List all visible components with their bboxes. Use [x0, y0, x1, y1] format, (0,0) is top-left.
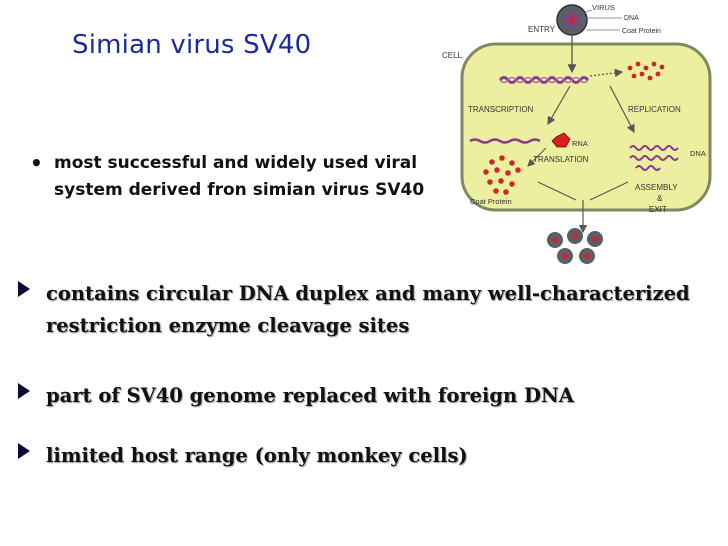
- slide-title: Simian virus SV40: [72, 30, 312, 60]
- replicated-dna-cluster: [627, 61, 665, 81]
- intro-bullet-text: most successful and widely used viral sy…: [54, 153, 425, 200]
- bullet-arrow-icon: [18, 281, 30, 297]
- sv40-lifecycle-diagram: TRANSCRIPTION REPLICATION RNA TRANSLATIO…: [442, 3, 712, 264]
- dna-strand: [498, 76, 590, 84]
- exiting-virions-icon: [547, 228, 603, 264]
- point-item: part of SV40 genome replaced with foreig…: [18, 380, 718, 412]
- coat-protein-label: Coat Protein: [470, 197, 512, 206]
- point-item: contains circular DNA duplex and many we…: [18, 278, 718, 342]
- replication-label: REPLICATION: [628, 105, 681, 114]
- point-text: limited host range (only monkey cells): [46, 444, 468, 467]
- assembly-label: ASSEMBLY: [635, 183, 678, 192]
- assembly-amp: &: [657, 194, 663, 203]
- cell-label: CELL: [442, 51, 463, 60]
- dna-copies: [629, 145, 679, 171]
- entry-label: ENTRY: [528, 25, 556, 34]
- bullet-dot: •: [30, 151, 43, 175]
- point-text: contains circular DNA duplex and many we…: [46, 282, 690, 337]
- point-text: part of SV40 genome replaced with foreig…: [46, 384, 574, 407]
- coat-protein-cluster: [483, 155, 521, 195]
- intro-bullet: • most successful and widely used viral …: [30, 150, 450, 204]
- exit-label: EXIT: [649, 205, 667, 214]
- rna-label: RNA: [572, 139, 588, 148]
- transcription-label: TRANSCRIPTION: [468, 105, 534, 114]
- point-item: limited host range (only monkey cells): [18, 440, 718, 472]
- coat-protein-top-label: Coat Protein: [622, 28, 661, 35]
- rna-strand: [469, 138, 541, 144]
- virus-particle-icon: [556, 4, 588, 36]
- translation-label: TRANSLATION: [533, 155, 589, 164]
- dna-side-label: DNA: [690, 149, 706, 158]
- dna-top-label: DNA: [624, 15, 639, 22]
- bullet-arrow-icon: [18, 443, 30, 459]
- ribosome-icon: [551, 132, 571, 148]
- virus-label: VIRUS: [592, 3, 615, 12]
- bullet-arrow-icon: [18, 383, 30, 399]
